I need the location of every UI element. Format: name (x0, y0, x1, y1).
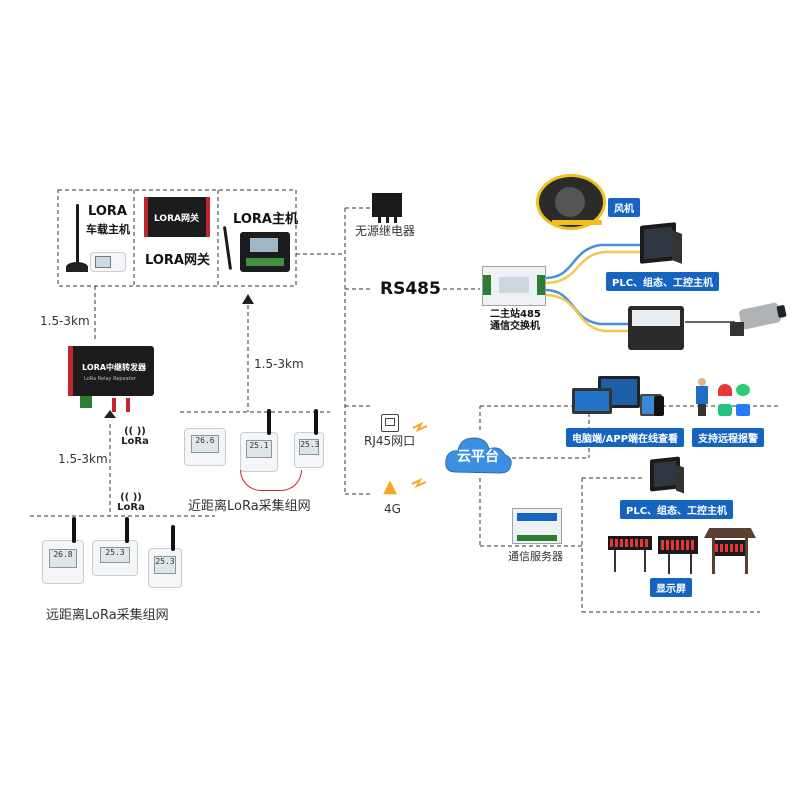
cloud-label: 云平台 (457, 449, 499, 465)
4g-label: 4G (384, 502, 401, 516)
near-network-label: 近距离LoRa采集组网 (188, 499, 311, 514)
gateway-device-label: LORA网关 (154, 214, 199, 224)
lora-signal-icon-2: (( )) LoRa (117, 492, 145, 514)
person-icon (696, 378, 708, 416)
far-sensor-3: 25.3 (148, 525, 182, 588)
lora-host-label: LORA主机 (233, 212, 298, 227)
rs485-switch-device (482, 266, 546, 306)
display-tag: 显示屏 (650, 578, 692, 597)
plc-monitor-stand (672, 230, 682, 264)
kiosk-roof (704, 528, 756, 538)
led-display-2 (658, 536, 698, 554)
antenna-base (66, 262, 88, 272)
plc-monitor-top (640, 222, 676, 264)
relay-label: 无源继电器 (355, 224, 416, 238)
rj45-icon (381, 414, 399, 432)
message-icon (718, 404, 732, 416)
lora-logo-text: LoRa (121, 436, 149, 447)
rj45-label: RJ45网口 (364, 434, 416, 448)
lora-repeater-device: LORA中继转发器 LoRa Relay Repeater (68, 346, 154, 396)
camera-mount (730, 322, 744, 336)
arrow-up-1 (104, 410, 116, 418)
far-network-label: 远距离LoRa采集组网 (46, 608, 169, 623)
repeater-label: LORA中继转发器 (82, 363, 146, 372)
distance-mid: 1.5-3km (254, 357, 304, 371)
pc-app-tag: 电脑端/APP端在线查看 (566, 428, 685, 447)
distance-top-left: 1.5-3km (40, 314, 90, 328)
comm-server-device (512, 508, 562, 544)
arrow-up-2 (242, 294, 254, 304)
vehicle-host-title: LORA (88, 204, 127, 219)
led-display-3 (712, 540, 748, 556)
comm-server-label: 通信服务器 (508, 550, 563, 563)
repeater-sublabel: LoRa Relay Repeater (84, 376, 136, 382)
far-sensor-1: 26.8 (42, 517, 84, 584)
mail-icon (736, 404, 750, 416)
switch-label-2: 通信交换机 (490, 321, 540, 332)
vehicle-host-device (90, 252, 126, 272)
lora-host-group-box (57, 189, 297, 287)
fan-tag: 风机 (608, 198, 640, 217)
vehicle-antenna (76, 204, 79, 266)
4g-signal-icon: ▲ (383, 476, 397, 497)
far-sensor-2: 25.3 (92, 517, 138, 576)
vehicle-host-subtitle: 车载主机 (86, 223, 130, 236)
led-display-1 (608, 536, 652, 550)
plc-top-tag: PLC、组态、工控主机 (606, 272, 720, 291)
fan-stand (552, 220, 602, 225)
wechat-icon (736, 384, 750, 396)
relay-icon (372, 193, 402, 223)
near-sensor-2: 25.1 (240, 409, 278, 472)
near-sensor-1: 26.6 (184, 428, 226, 466)
repeater-terminal (80, 396, 92, 408)
lora-logo-text-2: LoRa (117, 502, 145, 513)
rs485-label: RS485 (380, 279, 441, 299)
lora-gateway-label: LORA网关 (145, 253, 210, 268)
remote-alarm-tag: 支持远程报警 (692, 428, 764, 447)
near-sensor-3: 25.3 (294, 409, 324, 468)
switch-label-1: 二主站485 (490, 309, 541, 320)
phone (654, 396, 664, 416)
laptop (572, 388, 612, 414)
repeater-connector-2 (126, 398, 130, 412)
lora-signal-icon: (( )) LoRa (121, 426, 149, 448)
plc-monitor-bottom-stand (676, 464, 684, 494)
control-cabinet (628, 306, 684, 350)
repeater-connector (112, 398, 116, 412)
cloud-icon: 云平台 (442, 432, 514, 478)
distance-bottom-left: 1.5-3km (58, 452, 108, 466)
plc-bottom-tag: PLC、组态、工控主机 (620, 500, 734, 519)
alarm-light-icon (718, 384, 732, 396)
lora-gateway-device: LORA网关 (144, 197, 210, 237)
lora-host-device (240, 232, 290, 272)
